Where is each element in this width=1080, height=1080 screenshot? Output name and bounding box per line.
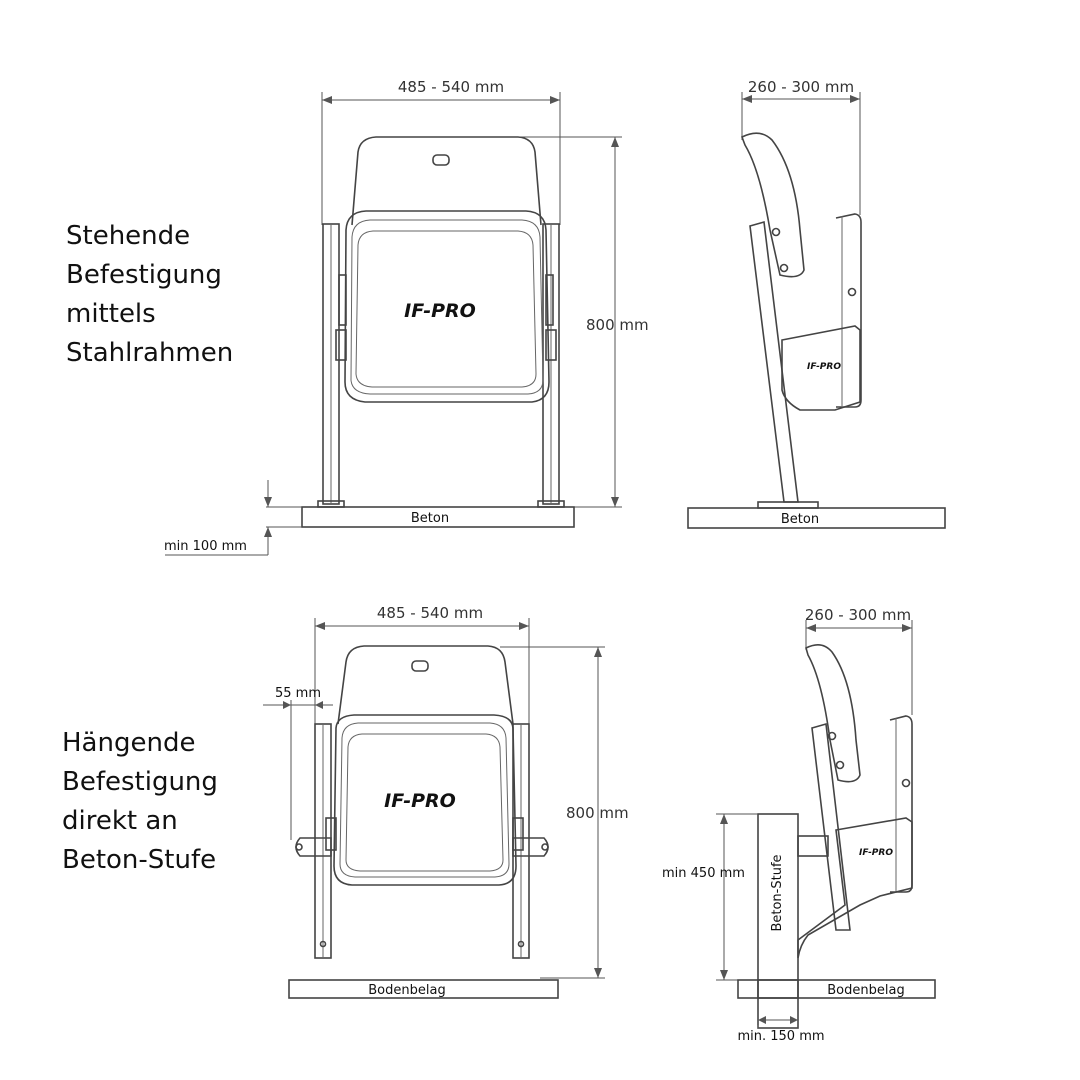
arrow-head [720,970,728,980]
brand-logo: IF-PRO [859,848,893,858]
hinge [512,817,524,851]
backrest-profile [740,132,805,278]
concrete-step [757,813,799,1029]
min-height-label: min 100 mm [164,539,247,554]
step-section [757,979,799,999]
seat-profile [889,715,913,893]
depth-label: 260 - 300 mm [748,78,854,96]
bolt [541,843,549,851]
width-label: 485 - 540 mm [377,604,483,622]
heading-standing-mount: Stehende Befestigung mittels Stahlrahmen [66,217,233,373]
seat-outer [333,714,517,886]
arrow-head [519,622,529,630]
hinge [335,329,347,361]
seat-profile [835,213,862,408]
wall-bracket [797,835,829,857]
concrete-base [687,507,946,529]
bolt [835,760,845,770]
bolt [319,940,327,948]
arrow-head [611,497,619,507]
bolt [779,263,789,273]
frame-post [811,722,851,931]
arrow-head [850,95,860,103]
arrow-head [611,137,619,147]
base-label: Bodenbelag [827,983,904,998]
base-label: Bodenbelag [368,983,445,998]
bolt [517,940,525,948]
arrow-head [594,647,602,657]
bolt [295,843,303,851]
arrow-head [283,701,291,709]
row-number-plate [411,660,429,672]
heading-line: Hängende [62,728,196,758]
base-label: Beton [781,512,819,527]
height-label: 800 mm [586,316,649,334]
heading-line: mittels [66,299,156,329]
arrow-head [806,624,816,632]
heading-line: Stahlrahmen [66,338,234,368]
floor-covering [288,979,559,999]
top-side-view: 260 - 300 mm IF-PRO Beton [687,78,946,529]
arrow-head [264,527,272,537]
seat-inner [345,733,504,872]
bolt [901,778,911,788]
arrow-head [790,1016,798,1024]
height-label: 800 mm [566,804,629,822]
seat-shell [339,722,510,878]
base-label: Beton [411,511,449,526]
arrow-head [315,622,325,630]
brand-logo: IF-PRO [384,790,456,812]
bolt [847,287,857,297]
offset-label: 55 mm [275,686,321,701]
arrow-head [264,497,272,507]
step-width-label: min. 150 mm [737,1029,824,1044]
bottom-side-view: 260 - 300 mm Beton-Stufe min 450 mm min.… [662,606,936,1044]
arrow-head [550,96,560,104]
backrest [351,136,542,226]
foot-plate [757,501,819,509]
seat-inner [355,230,537,388]
arrow-head [902,624,912,632]
bolt [771,227,781,237]
heading-line: Beton-Stufe [62,845,217,875]
top-front-view: 485 - 540 mm 800 mm IF-PRO Beton [164,78,649,556]
mounting-plate-left [295,837,332,857]
hinge [325,817,337,851]
step-height-label: min 450 mm [662,866,745,881]
heading-hanging-mount: Hängende Befestigung direkt an Beton-Stu… [62,724,218,880]
seat-underside [797,817,913,959]
heading-line: Stehende [66,221,191,251]
hinge [545,329,557,361]
frame-post [749,220,799,503]
arrow-head [594,968,602,978]
arrow-head [742,95,752,103]
brand-logo: IF-PRO [807,362,841,372]
backrest-profile [805,644,861,783]
concrete-base [301,506,575,528]
arrow-head [315,701,323,709]
arm-bracket [338,274,347,326]
arrow-head [758,1016,766,1024]
backrest [337,645,514,725]
depth-label: 260 - 300 mm [805,606,911,624]
seat-shell [350,219,544,395]
seat-underside [781,325,861,411]
arm-bracket [545,274,554,326]
seat-outer [344,210,550,403]
arrow-head [322,96,332,104]
width-label: 485 - 540 mm [398,78,504,96]
heading-line: Befestigung [66,260,222,290]
arrow-head [720,814,728,824]
heading-line: direkt an [62,806,178,836]
brand-logo: IF-PRO [404,300,476,322]
bolt [827,731,837,741]
step-label: Beton-Stufe [770,854,785,931]
floor-covering [737,979,936,999]
bottom-front-view: 485 - 540 mm 55 mm 800 mm [263,604,629,999]
row-number-plate [432,154,450,166]
heading-line: Befestigung [62,767,218,797]
